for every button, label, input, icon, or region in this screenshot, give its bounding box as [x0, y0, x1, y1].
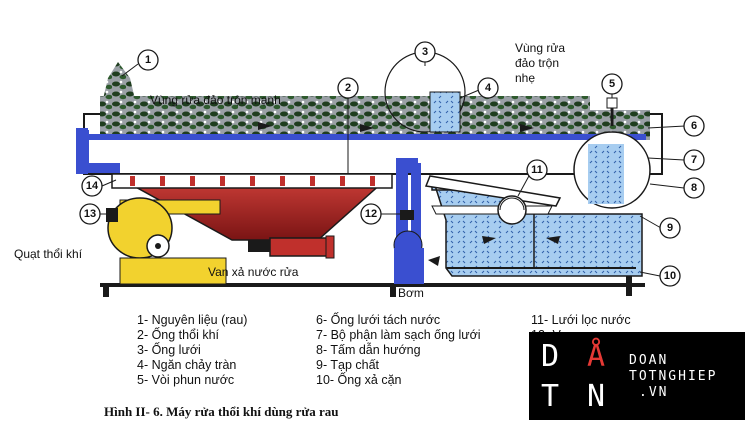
callout-8: 8 [683, 177, 705, 199]
logo-line-3: .VN [639, 385, 669, 400]
zone-light-wash-3: nhẹ [515, 71, 535, 85]
air-pipe-top [76, 128, 88, 174]
legend-item-8: 8- Tấm dẫn hướng [316, 343, 421, 357]
legend-item-4: 4- Ngăn chảy tràn [137, 358, 237, 372]
legend-item-10: 10- Ống xả cặn [316, 373, 402, 387]
blower [107, 197, 227, 285]
label-pump: Bơm [398, 286, 424, 300]
svg-text:1: 1 [145, 54, 151, 66]
callout-5: 5 [601, 73, 623, 95]
air-pipe-vertical [396, 158, 408, 238]
zone-strong-wash: Vùng rửa đảo trộn mạnh [150, 93, 281, 107]
doantotnghiep-logo: D Å T N DOAN TOTNGHIEP .VN [529, 332, 745, 420]
svg-text:14: 14 [86, 180, 99, 192]
callout-13: 13 [79, 203, 101, 225]
callout-11: 11 [526, 159, 548, 181]
svg-text:10: 10 [664, 270, 676, 282]
svg-text:12: 12 [365, 208, 377, 220]
svg-text:3: 3 [422, 46, 428, 58]
legend-item-9: 9- Tạp chất [316, 358, 380, 372]
callout-10: 10 [659, 265, 681, 287]
svg-text:7: 7 [691, 154, 697, 166]
legend-item-3: 3- Ống lưới [137, 343, 201, 357]
svg-text:8: 8 [691, 182, 697, 194]
callout-3: 3 [414, 41, 436, 63]
drain-valve [248, 235, 335, 259]
callout-2: 2 [337, 77, 359, 99]
filter-roll [497, 195, 527, 225]
svg-text:6: 6 [691, 120, 697, 132]
logo-letter-n: N [587, 379, 606, 414]
blower-valve [106, 208, 118, 222]
base-frame [100, 276, 645, 297]
callout-7: 7 [683, 149, 705, 171]
logo-letter-d: D [541, 339, 560, 374]
svg-text:5: 5 [609, 78, 615, 90]
svg-text:4: 4 [485, 82, 492, 94]
svg-text:9: 9 [667, 222, 673, 234]
callout-4: 4 [477, 77, 499, 99]
logo-line-2: TOTNGHIEP [629, 369, 718, 384]
callout-9: 9 [659, 217, 681, 239]
legend-item-6: 6- Ống lưới tách nước [316, 313, 441, 327]
legend-item-7: 7- Bộ phận làm sạch ống lưới [316, 328, 481, 342]
flow-arrows [258, 122, 560, 266]
callout-14: 14 [81, 175, 103, 197]
callout-1: 1 [137, 49, 159, 71]
legend-item-5: 5- Vòi phun nước [137, 373, 235, 387]
figure-caption: Hình II- 6. Máy rửa thổi khí dùng rửa ra… [104, 404, 339, 419]
legend-item-11: 11- Lưới lọc nước [531, 313, 631, 327]
leader-lines [100, 62, 686, 277]
zone-light-wash-1: Vùng rửa [515, 41, 565, 55]
legend-item-2: 2- Ống thổi khí [137, 328, 219, 342]
label-blower: Quạt thổi khí [14, 247, 83, 261]
separating-drum [573, 97, 651, 209]
pump [393, 210, 424, 284]
washing-trough [83, 96, 663, 175]
logo-letter-a: Å [587, 339, 606, 374]
logo-line-1: DOAN [629, 353, 669, 368]
logo-letter-t: T [541, 379, 560, 414]
svg-text:2: 2 [345, 82, 351, 94]
svg-text:13: 13 [84, 208, 96, 220]
zone-light-wash-2: đảo trộn [515, 56, 559, 70]
svg-text:11: 11 [531, 164, 543, 176]
callout-6: 6 [683, 115, 705, 137]
label-drain-valve: Van xả nước rửa [208, 265, 299, 279]
legend-item-1: 1- Nguyên liệu (rau) [137, 313, 248, 327]
callout-12: 12 [360, 203, 382, 225]
